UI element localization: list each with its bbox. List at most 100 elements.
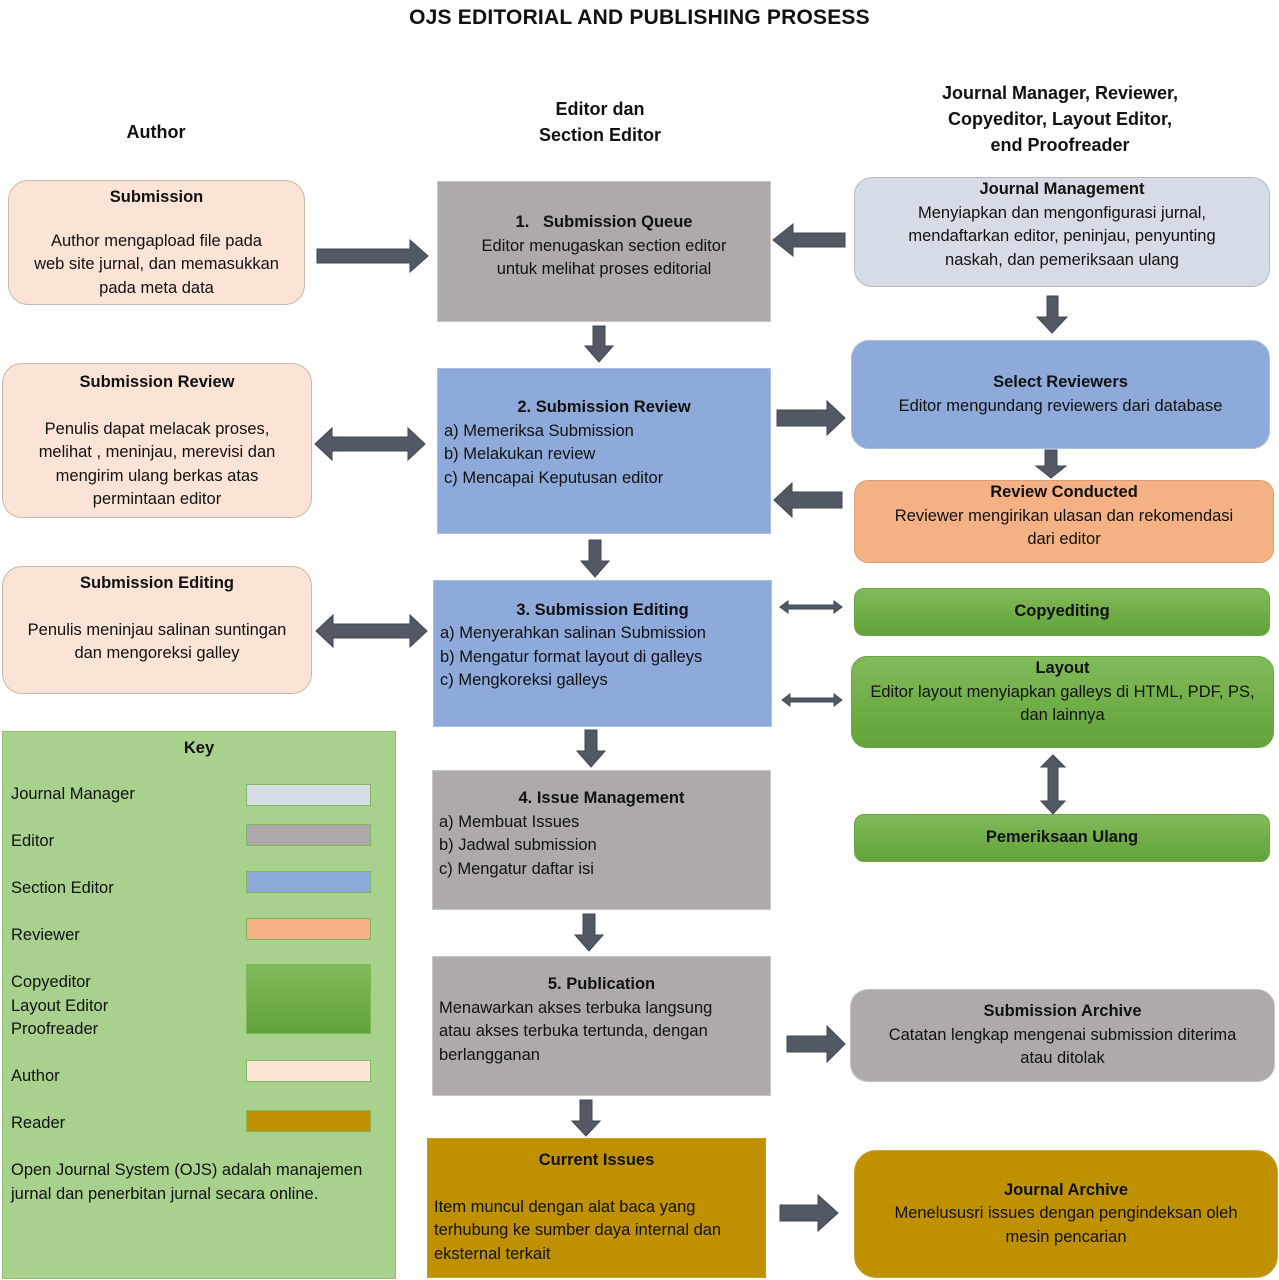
arrow-right-review-to-select-reviewers bbox=[776, 399, 846, 437]
box-heading: 4. Issue Management bbox=[518, 789, 685, 807]
box-heading: 1. Submission Queue bbox=[515, 213, 693, 232]
arrow-down-issue-management-to-publication bbox=[573, 913, 605, 952]
box-heading: Review Conducted bbox=[990, 483, 1138, 501]
step1-submission-queue-box[interactable]: 1. Submission Queue Editor menugaskan se… bbox=[437, 181, 771, 322]
legend-swatch-author bbox=[246, 1060, 371, 1082]
box-text-line: Editor mengundang reviewers dari databas… bbox=[898, 396, 1223, 415]
column-header-editor-line: Section Editor bbox=[538, 125, 661, 145]
arrow-double-editing-copyediting bbox=[779, 600, 843, 614]
legend-swatch-reviewer bbox=[246, 918, 371, 940]
box-heading: Current Issues bbox=[538, 1151, 655, 1169]
arrow-right-current-issues-to-journal-archive bbox=[779, 1193, 839, 1233]
box-text-line: mesin pencarian bbox=[1005, 1227, 1127, 1246]
legend-swatch-section-editor bbox=[246, 871, 371, 893]
box-text-line: Item muncul dengan alat baca yang bbox=[434, 1197, 696, 1216]
legend-label-copyeditor-layout-proofreader: Copyeditor Layout Editor Proofreader bbox=[11, 971, 108, 1042]
box-text-line: atau ditolak bbox=[1020, 1049, 1105, 1068]
box-text-line: untuk melihat proses editorial bbox=[496, 260, 712, 279]
legend-label-line: Proofreader bbox=[11, 1020, 99, 1038]
step2-submission-review-box[interactable]: 2. Submission Review a) Memeriksa Submis… bbox=[437, 368, 771, 534]
box-heading: Copyediting bbox=[1014, 602, 1110, 621]
box-heading: Select Reviewers bbox=[993, 373, 1128, 391]
box-text-line: naskah, dan pemeriksaan ulang bbox=[945, 250, 1179, 269]
box-list-item: a) Memeriksa Submission bbox=[444, 421, 634, 440]
box-text-line: Menawarkan akses terbuka langsung bbox=[439, 998, 713, 1017]
arrow-double-editing-layout bbox=[781, 693, 843, 707]
box-text-line: Catatan lengkap mengenai submission dite… bbox=[888, 1025, 1237, 1044]
box-text-line: mendaftarkan editor, peninjau, penyuntin… bbox=[908, 227, 1216, 245]
column-header-editor-line: Editor dan bbox=[555, 99, 645, 119]
box-text-line: web site jurnal, dan memasukkan bbox=[34, 255, 279, 273]
arrow-double-author-review bbox=[314, 426, 426, 462]
box-list-item: a) Menyerahkan salinan Submission bbox=[440, 624, 706, 642]
legend-note-line: jurnal dan penerbitan jurnal secara onli… bbox=[11, 1184, 319, 1203]
box-list-item: b) Melakukan review bbox=[444, 445, 596, 463]
column-header-author: Author bbox=[56, 119, 256, 145]
legend-label-journal-manager: Journal Manager bbox=[11, 785, 135, 803]
box-text-line: atau akses terbuka tertunda, dengan bbox=[439, 1022, 708, 1040]
select-reviewers-box[interactable]: Select Reviewers Editor mengundang revie… bbox=[851, 340, 1270, 449]
box-heading: Submission bbox=[109, 188, 204, 206]
box-list-item: c) Mengkoreksi galleys bbox=[440, 671, 608, 689]
box-text-line: dan lainnya bbox=[1020, 706, 1105, 724]
box-heading: Submission Archive bbox=[983, 1002, 1142, 1021]
arrow-down-select-to-conducted bbox=[1034, 449, 1068, 479]
author-submission-review-box[interactable]: Submission Review Penulis dapat melacak … bbox=[2, 363, 312, 518]
legend-label-reader: Reader bbox=[11, 1114, 66, 1132]
box-text-line: berlangganan bbox=[439, 1045, 540, 1064]
arrow-down-publication-to-current-issues bbox=[570, 1099, 602, 1137]
column-header-staff-line: end Proofreader bbox=[990, 135, 1130, 155]
box-text-line: pada meta data bbox=[99, 278, 214, 297]
copyediting-box[interactable]: Copyediting bbox=[854, 588, 1270, 636]
step5-publication-box[interactable]: 5. Publication Menawarkan akses terbuka … bbox=[432, 956, 771, 1096]
legend-swatch-journal-manager bbox=[246, 784, 371, 806]
box-heading: Journal Archive bbox=[1003, 1180, 1129, 1199]
box-heading: Pemeriksaan Ulang bbox=[985, 828, 1139, 847]
box-heading: Journal Management bbox=[979, 180, 1145, 198]
box-list-item: c) Mencapai Keputusan editor bbox=[444, 468, 664, 487]
journal-archive-box[interactable]: Journal Archive Menelususri issues denga… bbox=[854, 1150, 1278, 1278]
arrow-double-layout-proofreading bbox=[1039, 754, 1067, 815]
box-heading: Layout bbox=[1035, 659, 1090, 677]
current-issues-box[interactable]: Current Issues Item muncul dengan alat b… bbox=[427, 1138, 766, 1278]
arrow-right-publication-to-submission-archive bbox=[786, 1024, 846, 1064]
legend-label-section-editor: Section Editor bbox=[11, 879, 114, 897]
box-list-item: a) Membuat Issues bbox=[439, 812, 580, 831]
legend-label-editor: Editor bbox=[11, 832, 55, 850]
author-submission-box[interactable]: Submission Author mengapload file pada w… bbox=[8, 180, 305, 305]
box-text-line: Penulis meninjau salinan suntingan bbox=[27, 620, 287, 639]
legend-label-line: Copyeditor bbox=[11, 973, 91, 991]
column-header-staff-line: Copyeditor, Layout Editor, bbox=[947, 109, 1172, 129]
arrow-left-conducted-to-review bbox=[773, 481, 843, 519]
submission-archive-box[interactable]: Submission Archive Catatan lengkap menge… bbox=[850, 989, 1275, 1082]
box-heading: 2. Submission Review bbox=[517, 398, 691, 416]
step3-submission-editing-box[interactable]: 3. Submission Editing a) Menyerahkan sal… bbox=[433, 580, 772, 727]
legend-label-author: Author bbox=[11, 1067, 60, 1085]
box-text-line: Reviewer mengirikan ulasan dan rekomenda… bbox=[894, 506, 1234, 525]
legend-swatch-reader bbox=[246, 1110, 371, 1132]
box-text-line: permintaan editor bbox=[92, 490, 222, 508]
box-text-line: eksternal terkait bbox=[434, 1244, 551, 1263]
box-text-line: melihat , meninjau, merevisi dan bbox=[38, 443, 276, 461]
column-header-staff-line: Journal Manager, Reviewer, bbox=[941, 83, 1179, 103]
box-heading: Submission Review bbox=[79, 373, 235, 391]
step4-issue-management-box[interactable]: 4. Issue Management a) Membuat Issues b)… bbox=[432, 770, 771, 910]
column-header-author-text: Author bbox=[126, 122, 186, 142]
arrow-down-journal-management-to-select-reviewers bbox=[1035, 295, 1069, 334]
layout-box[interactable]: Layout Editor layout menyiapkan galleys … bbox=[851, 656, 1274, 748]
legend-label-reviewer: Reviewer bbox=[11, 926, 80, 944]
legend-swatch-editor bbox=[246, 824, 371, 846]
box-text-line: dari editor bbox=[1027, 530, 1101, 548]
legend-swatch-copyeditor-layout-proofreader bbox=[246, 964, 371, 1034]
review-conducted-box[interactable]: Review Conducted Reviewer mengirikan ula… bbox=[854, 480, 1274, 563]
legend-label-line: Layout Editor bbox=[11, 996, 109, 1015]
author-submission-editing-box[interactable]: Submission Editing Penulis meninjau sali… bbox=[2, 566, 312, 694]
box-heading: Submission Editing bbox=[79, 574, 234, 592]
arrow-left-journal-management-to-queue bbox=[772, 222, 846, 258]
proofreading-box[interactable]: Pemeriksaan Ulang bbox=[854, 814, 1270, 862]
legend-title: Key bbox=[183, 739, 215, 757]
box-text-line: mengirim ulang berkas atas bbox=[55, 466, 259, 485]
journal-management-box[interactable]: Journal Management Menyiapkan dan mengon… bbox=[854, 177, 1270, 287]
arrow-right-submission-to-queue bbox=[316, 238, 429, 274]
box-list-item: b) Jadwal submission bbox=[439, 836, 597, 854]
